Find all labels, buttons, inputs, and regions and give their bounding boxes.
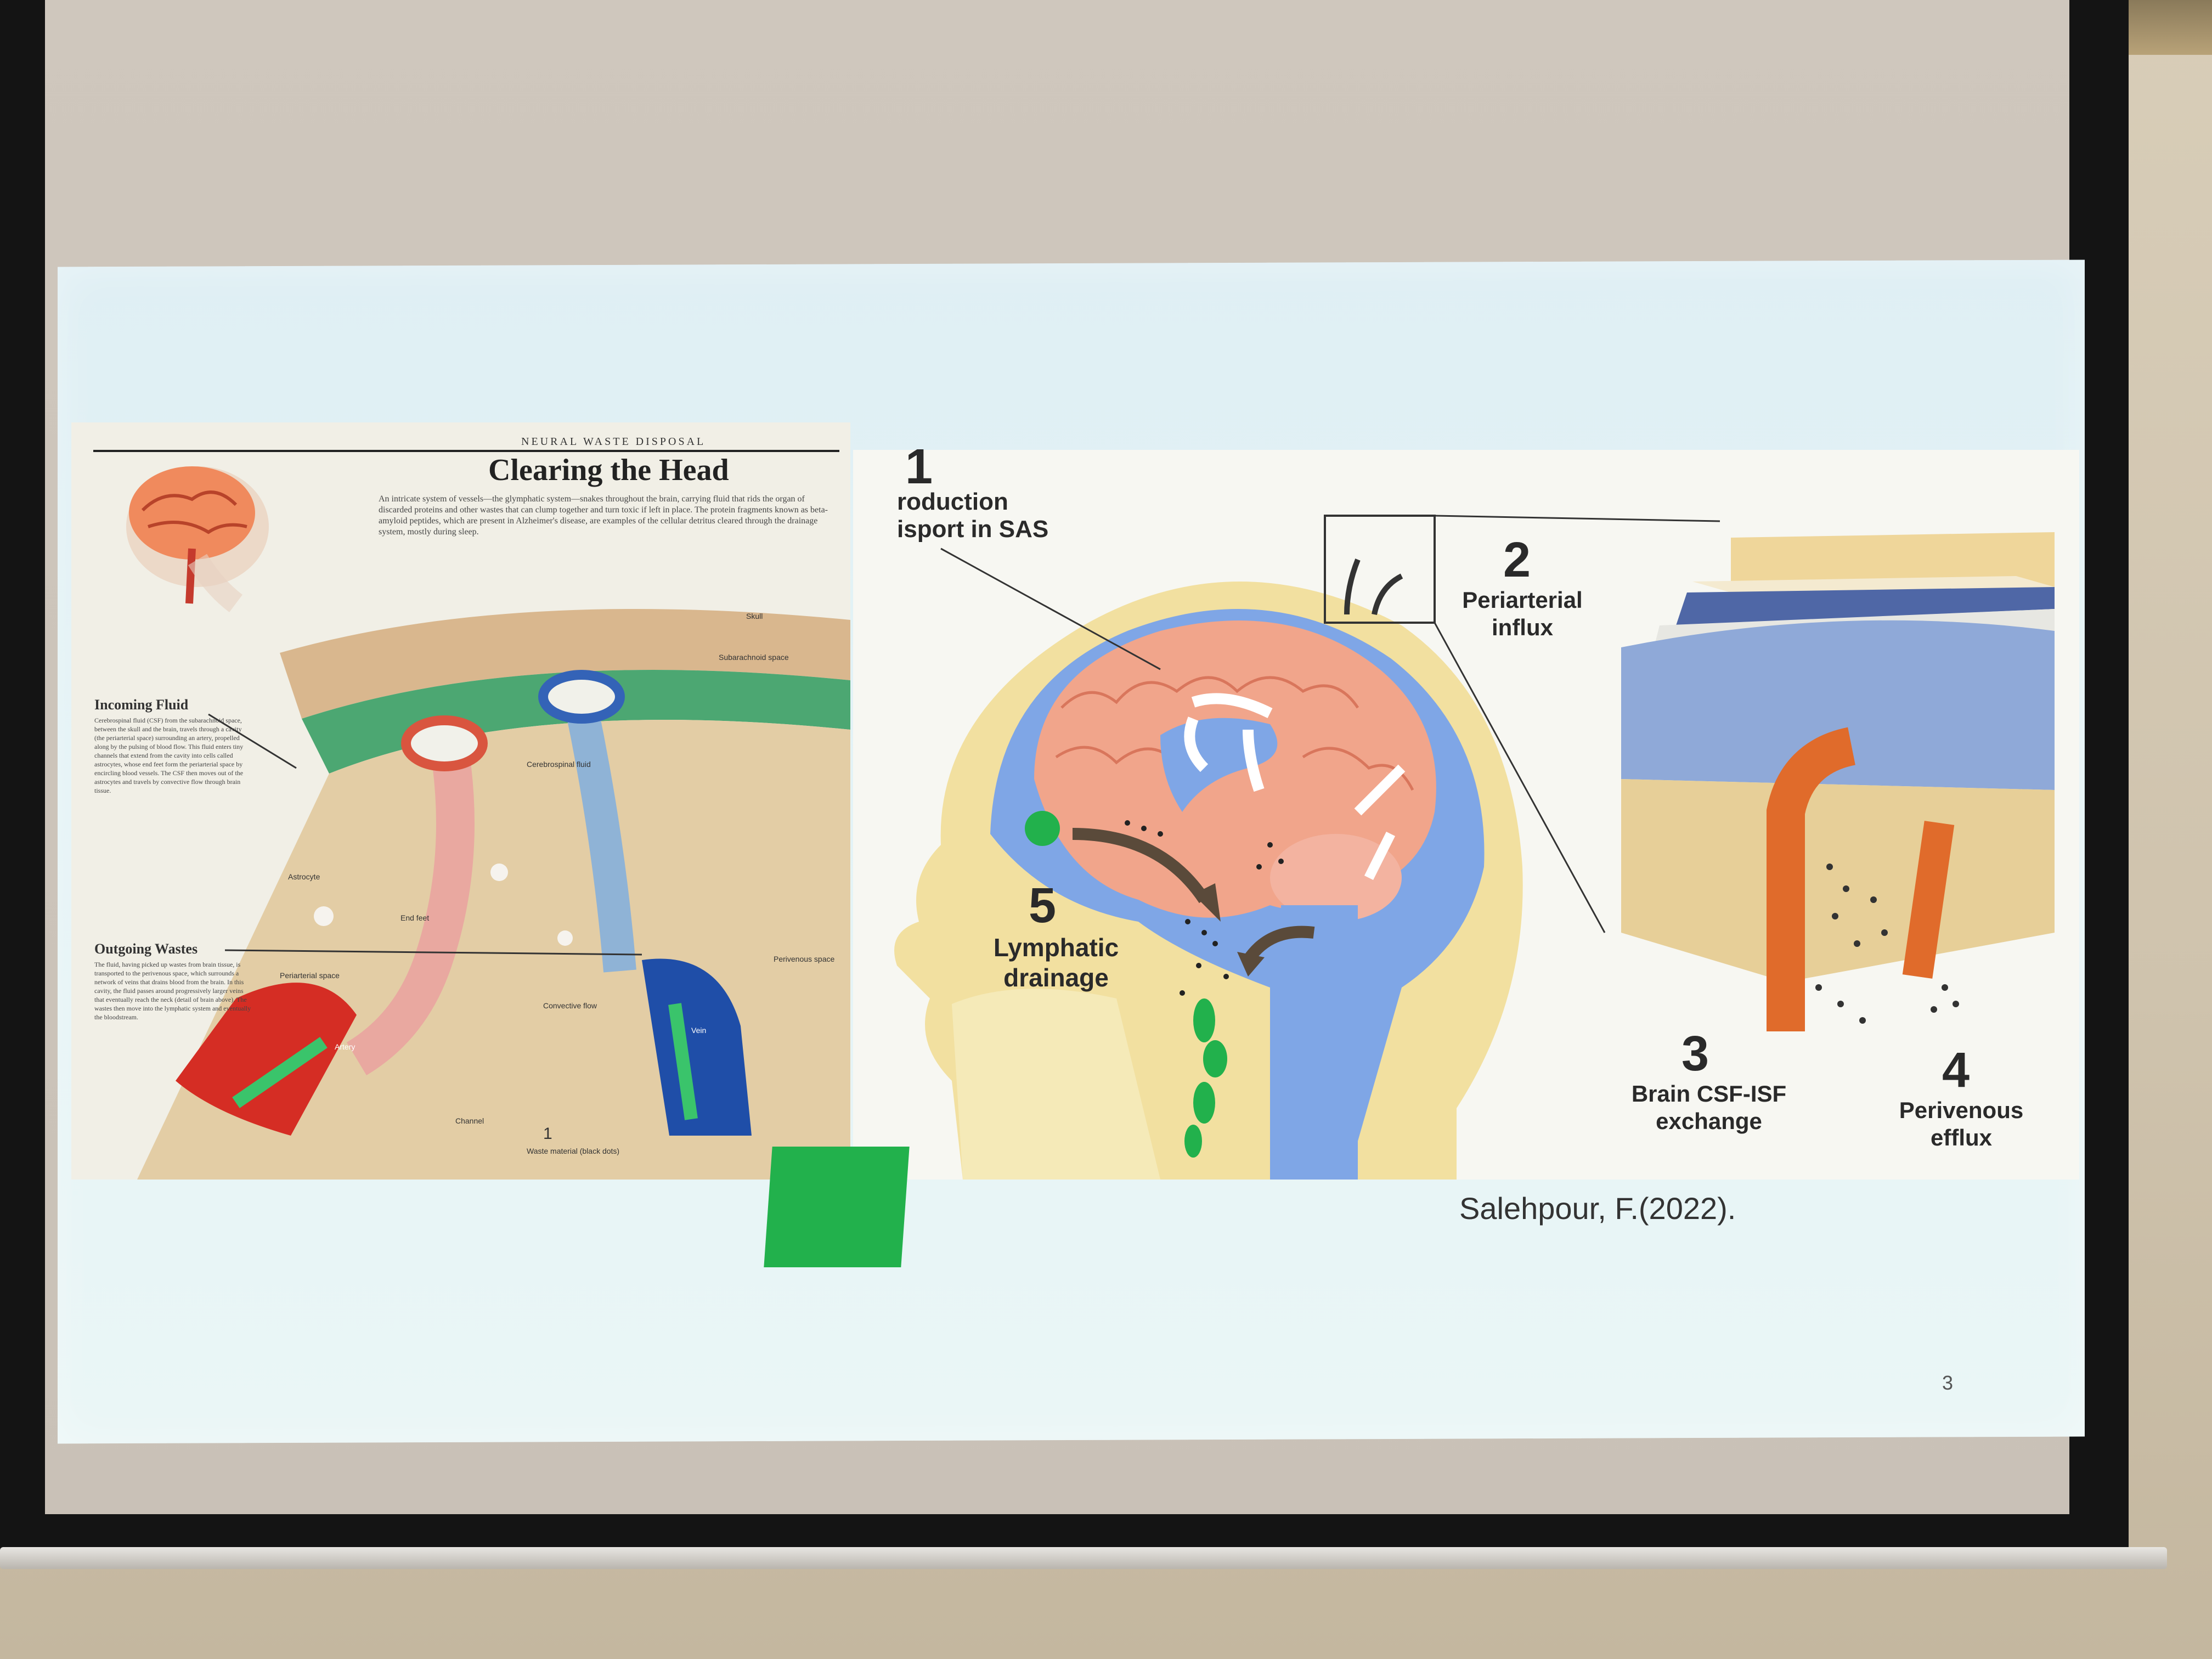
decorative-green-square xyxy=(764,1147,910,1267)
glymphatic-diagram-panel: 1 roduction isport in SAS 2 Periarterial… xyxy=(853,439,2079,1180)
outgoing-wastes-heading: Outgoing Wastes xyxy=(94,941,198,957)
article-rule xyxy=(93,450,839,452)
article-kicker: NEURAL WASTE DISPOSAL xyxy=(521,436,706,448)
article-intro: An intricate system of vessels—the glymp… xyxy=(379,494,828,537)
step-1-label-line1: roduction xyxy=(897,488,1008,515)
label-num-1: 1 xyxy=(543,1125,552,1143)
step-5-label-line1: Lymphatic xyxy=(993,933,1119,962)
slide-number: 3 xyxy=(1942,1372,1954,1394)
label-channel: Channel xyxy=(455,1116,484,1125)
label-artery: Artery xyxy=(335,1042,356,1051)
incoming-fluid-text: Cerebrospinal fluid (CSF) from the subar… xyxy=(94,716,244,794)
label-end-feet: End feet xyxy=(400,913,430,922)
step-3-label-line2: exchange xyxy=(1656,1108,1762,1134)
step-2-number: 2 xyxy=(1503,533,1531,588)
article-illustration xyxy=(126,466,850,1180)
label-perivenous: Perivenous space xyxy=(774,955,835,963)
incoming-fluid-heading: Incoming Fluid xyxy=(94,697,189,713)
label-skull: Skull xyxy=(746,612,763,620)
outgoing-wastes-text: The fluid, having picked up wastes from … xyxy=(94,961,251,1021)
glymphatic-diagram-illustration xyxy=(894,515,2055,1180)
screen-bottom-bar xyxy=(0,1547,2167,1569)
label-periarterial: Periarterial space xyxy=(280,971,340,980)
step-4-label-line1: Perivenous xyxy=(1899,1097,2024,1123)
label-subarachnoid: Subarachnoid space xyxy=(719,653,789,662)
step-1-label-line2: isport in SAS xyxy=(897,516,1049,543)
label-astrocyte: Astrocyte xyxy=(288,872,320,881)
head-inset-illustration xyxy=(126,466,269,612)
step-2-label-line2: influx xyxy=(1492,614,1553,640)
article-title: Clearing the Head xyxy=(488,453,729,487)
citation-text: Salehpour, F.(2022). xyxy=(1459,1191,1736,1226)
step-3-number: 3 xyxy=(1681,1026,1709,1081)
label-waste-material: Waste material (black dots) xyxy=(527,1147,620,1155)
label-csf: Cerebrospinal fluid xyxy=(527,760,591,769)
magazine-article-panel: NEURAL WASTE DISPOSAL Clearing the Head … xyxy=(71,422,850,1180)
step-5-number: 5 xyxy=(1029,878,1057,933)
step-4-label-line2: efflux xyxy=(1930,1125,1992,1150)
step-5-label-line2: drainage xyxy=(1003,963,1109,992)
label-vein: Vein xyxy=(691,1026,707,1035)
step-3-label-line1: Brain CSF-ISF xyxy=(1631,1081,1787,1107)
step-4-number: 4 xyxy=(1942,1043,1970,1098)
step-1-number: 1 xyxy=(905,439,933,494)
label-convective-flow: Convective flow xyxy=(543,1001,597,1010)
step-2-label-line1: Periarterial xyxy=(1462,587,1583,613)
